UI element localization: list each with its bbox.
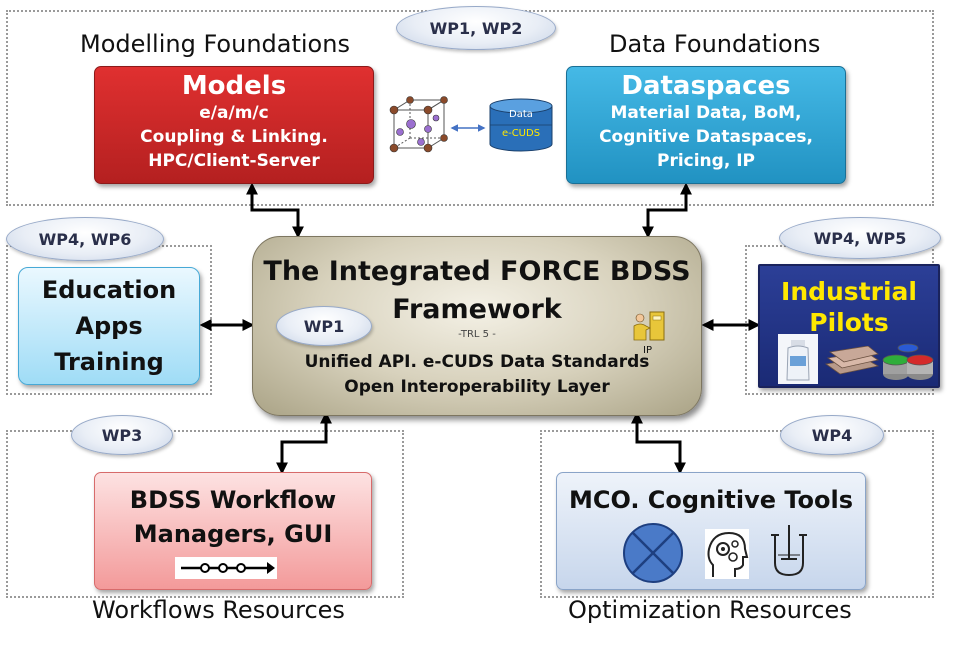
cognitive-head-gears-icon xyxy=(705,529,749,579)
wp-oval-top: WP1, WP2 xyxy=(396,6,556,50)
education-line-2: Apps xyxy=(75,312,143,340)
paint-cans-icon xyxy=(882,343,934,380)
ip-label: IP xyxy=(643,345,652,356)
models-line-1: e/a/m/c xyxy=(199,103,269,123)
optimization-region xyxy=(540,430,934,598)
workflows-resources-title: Workflows Resources xyxy=(92,596,345,624)
optimizer-circle-x-icon xyxy=(623,523,683,583)
wp-oval-left: WP4, WP6 xyxy=(6,217,164,261)
bdss-line-2: Managers, GUI xyxy=(133,520,333,548)
education-line-1: Education xyxy=(41,276,177,304)
material-sheets-icon xyxy=(824,346,880,375)
dataspaces-box: Dataspaces Material Data, BoM, Cognitive… xyxy=(566,66,846,184)
framework-line-2: Open Interoperability Layer xyxy=(344,377,610,397)
optimization-resources-title: Optimization Resources xyxy=(568,596,852,624)
models-box: Models e/a/m/c Coupling & Linking. HPC/C… xyxy=(94,66,374,184)
database-icon: Data e-CUDS xyxy=(488,98,554,152)
crystal-lattice-icon xyxy=(389,96,448,153)
dataspaces-line-1: Material Data, BoM, xyxy=(610,103,802,123)
bdss-line-1: BDSS Workflow xyxy=(129,486,337,514)
wp-oval-center: WP1 xyxy=(276,306,372,346)
framework-trl: -TRL 5 - xyxy=(458,329,496,340)
framework-box: The Integrated FORCE BDSS Framework -TRL… xyxy=(252,236,702,416)
education-box: Education Apps Training xyxy=(18,267,200,385)
bdss-workflow-box: BDSS Workflow Managers, GUI xyxy=(94,472,372,590)
wp-oval-right: WP4, WP5 xyxy=(779,217,941,259)
dataspaces-line-3: Pricing, IP xyxy=(656,151,755,171)
data-foundations-title: Data Foundations xyxy=(609,30,821,58)
mco-tools-box: MCO. Cognitive Tools xyxy=(556,472,866,590)
reactor-vessel-icon xyxy=(771,525,807,577)
product-bottle-icon xyxy=(778,334,818,384)
mco-title: MCO. Cognitive Tools xyxy=(568,486,854,514)
ip-person-icon xyxy=(633,311,665,341)
framework-title-line-2: Framework xyxy=(392,294,562,325)
wp-oval-bottom-left: WP3 xyxy=(71,415,173,455)
pilots-line-1: Industrial xyxy=(781,277,917,306)
database-bottom-label: e-CUDS xyxy=(501,128,541,139)
models-title: Models xyxy=(181,71,287,101)
modelling-foundations-title: Modelling Foundations xyxy=(80,30,350,58)
database-top-label: Data xyxy=(509,109,533,120)
workflow-chain-icon xyxy=(175,557,277,579)
dataspaces-line-2: Cognitive Dataspaces, xyxy=(599,127,813,147)
models-line-3: HPC/Client-Server xyxy=(148,151,320,171)
framework-line-1: Unified API. e-CUDS Data Standards xyxy=(304,352,650,372)
industrial-pilots-box: Industrial Pilots xyxy=(758,264,940,388)
wp-oval-bottom-right: WP4 xyxy=(780,415,884,455)
framework-title-line-1: The Integrated FORCE BDSS xyxy=(263,256,691,287)
dataspaces-title: Dataspaces xyxy=(621,71,791,101)
models-line-2: Coupling & Linking. xyxy=(140,127,328,147)
pilots-line-2: Pilots xyxy=(809,308,889,337)
education-line-3: Training xyxy=(54,348,164,376)
workflows-region xyxy=(6,430,404,598)
